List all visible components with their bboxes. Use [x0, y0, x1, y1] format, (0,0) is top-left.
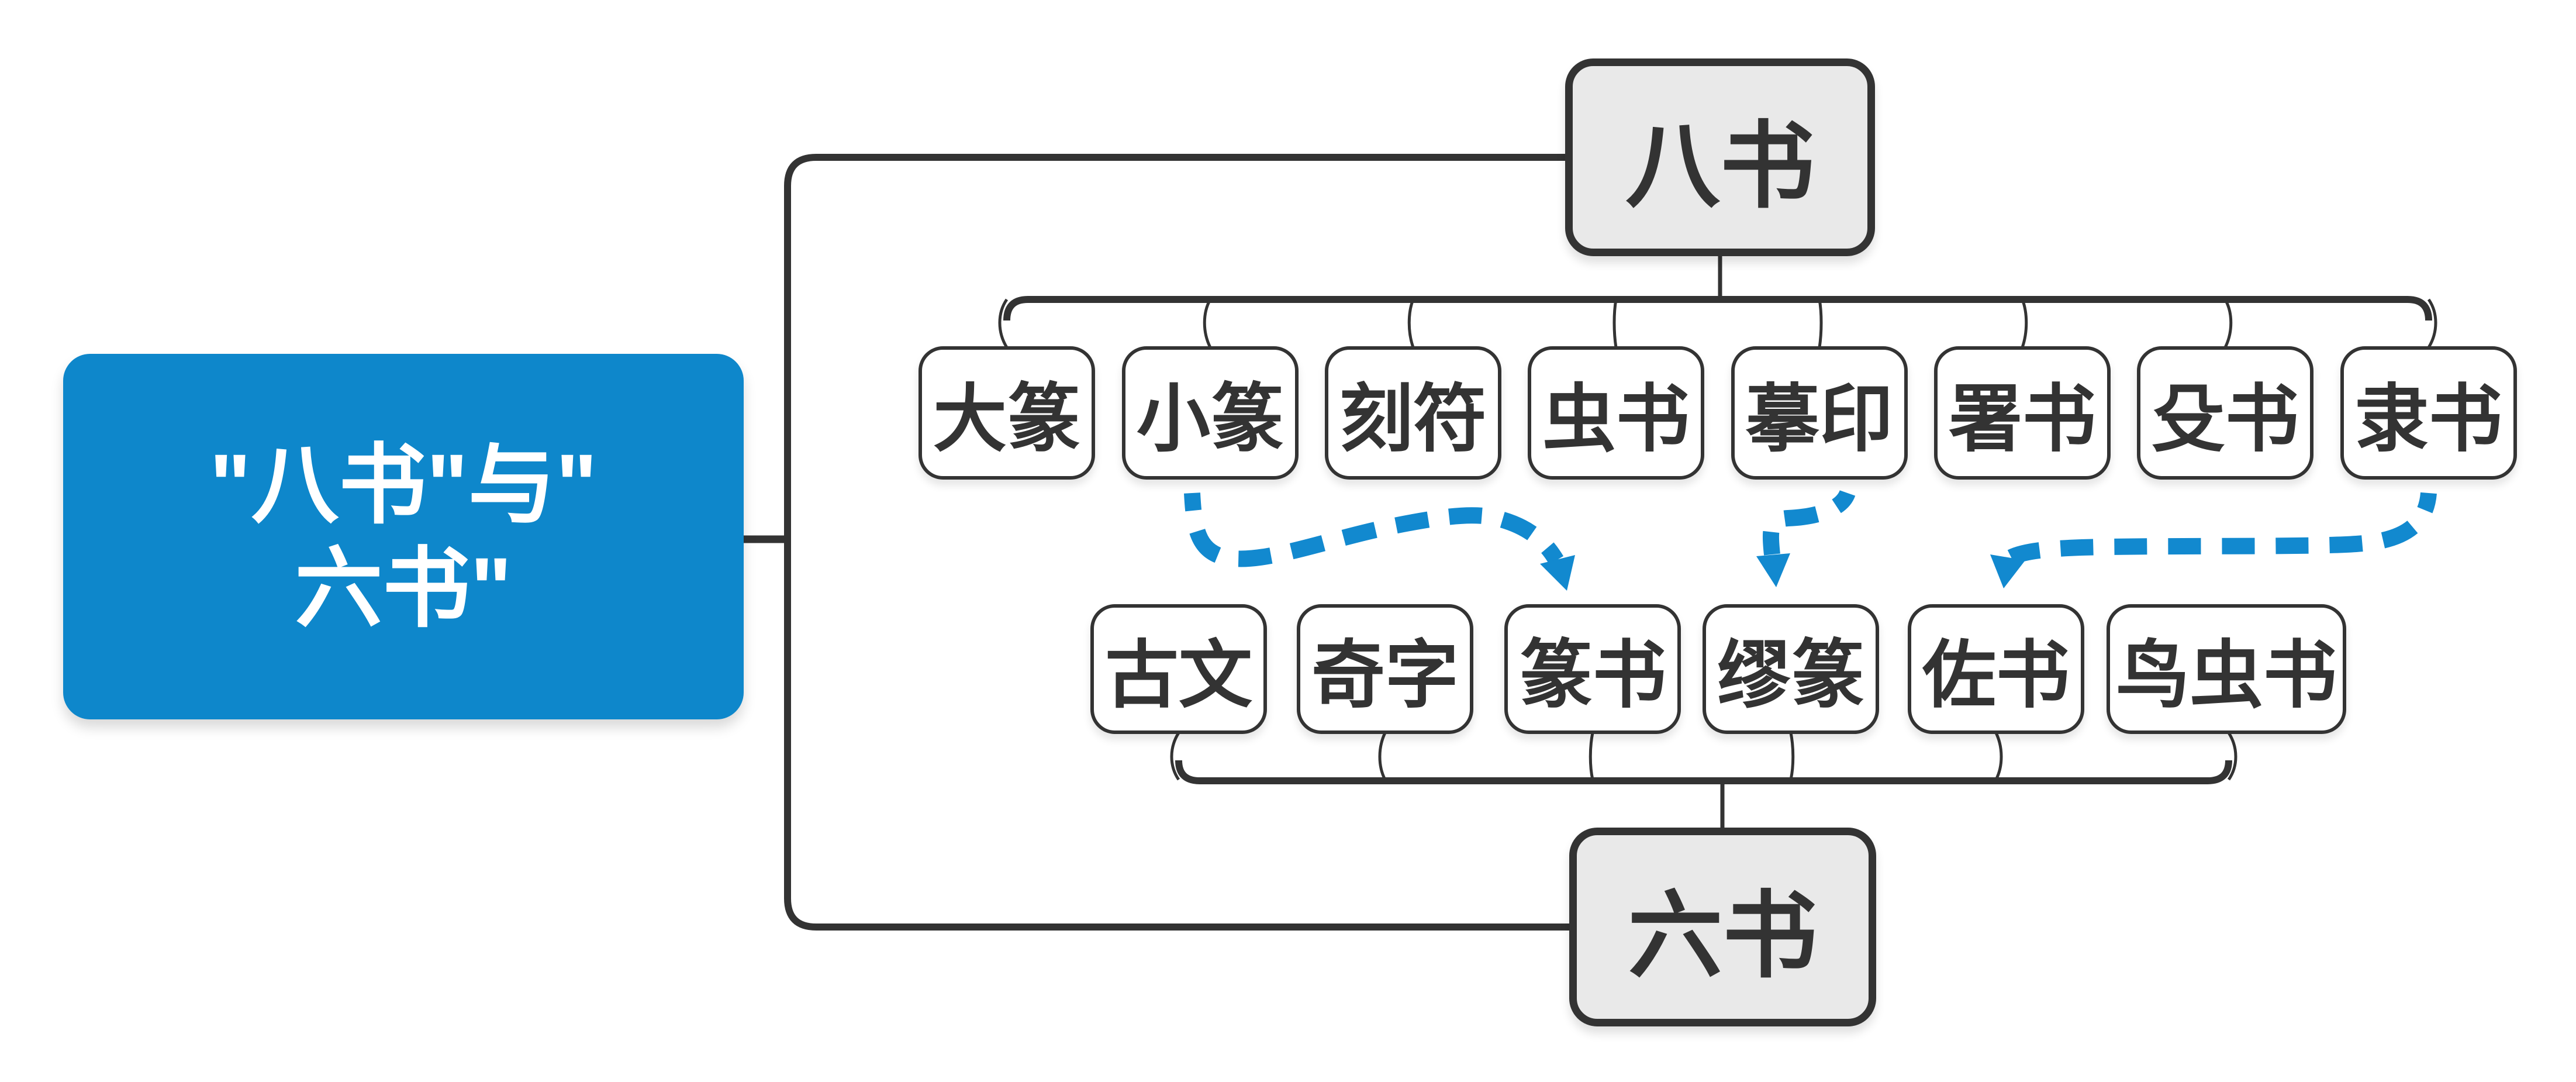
group-node-six-scripts[interactable]: 六书: [1569, 828, 1876, 1026]
eight-children-rail: [1003, 296, 2432, 321]
relation-arrowhead-zuoshu[interactable]: [1990, 554, 2025, 588]
leaf-node-eight-2[interactable]: 小篆: [1122, 346, 1299, 480]
drop-line: [2227, 732, 2237, 781]
drop-line: [1170, 732, 1180, 781]
drop-line: [2223, 298, 2233, 349]
leaf-node-eight-3[interactable]: 刻符: [1325, 346, 1501, 480]
drop-line: [1789, 732, 1795, 780]
drop-line: [2021, 299, 2028, 348]
drop-line: [1378, 732, 1387, 781]
leaf-node-six-6[interactable]: 鸟虫书: [2107, 604, 2346, 734]
leaf-node-eight-8[interactable]: 隶书: [2340, 346, 2517, 480]
bracket-connector: [784, 154, 1572, 931]
relation-arrow-xiaozhuan-to-zhuanshu[interactable]: [1184, 492, 1564, 567]
drop-line: [1203, 298, 1212, 349]
leaf-node-eight-5[interactable]: 摹印: [1731, 346, 1908, 480]
relation-arrow-lishu-to-zuoshu[interactable]: [2007, 492, 2437, 565]
leaf-node-six-4[interactable]: 缪篆: [1703, 604, 1879, 734]
drop-line: [1589, 732, 1594, 780]
leaf-node-six-5[interactable]: 佐书: [1908, 604, 2084, 734]
root-node-eight-and-six-scripts[interactable]: "八书"与" 六书": [63, 354, 744, 719]
relation-arrow-moyin-to-miuzhuan[interactable]: [1762, 490, 1856, 556]
drop-line: [1407, 299, 1415, 348]
drop-line: [998, 298, 1009, 349]
leaf-node-eight-4[interactable]: 虫书: [1528, 346, 1704, 480]
drop-line: [1612, 299, 1618, 348]
drop-line: [1994, 732, 2003, 781]
group-node-eight-scripts[interactable]: 八书: [1565, 58, 1875, 256]
leaf-node-eight-1[interactable]: 大篆: [918, 346, 1095, 480]
leaf-node-eight-7[interactable]: 殳书: [2137, 346, 2313, 480]
relation-arrowhead-miuzhuan[interactable]: [1756, 553, 1790, 587]
root-label-line2: 六书": [295, 539, 512, 638]
relation-arrowhead-zhuanshu[interactable]: [1540, 555, 1575, 591]
leaf-node-eight-6[interactable]: 署书: [1934, 346, 2111, 480]
drop-line: [1818, 299, 1823, 348]
leaf-node-six-1[interactable]: 古文: [1090, 604, 1267, 734]
six-children-rail: [1175, 760, 2232, 784]
leaf-node-six-3[interactable]: 篆书: [1504, 604, 1681, 734]
drop-line: [2427, 298, 2437, 349]
root-label-line1: "八书"与": [209, 435, 598, 534]
leaf-node-six-2[interactable]: 奇字: [1297, 604, 1473, 734]
